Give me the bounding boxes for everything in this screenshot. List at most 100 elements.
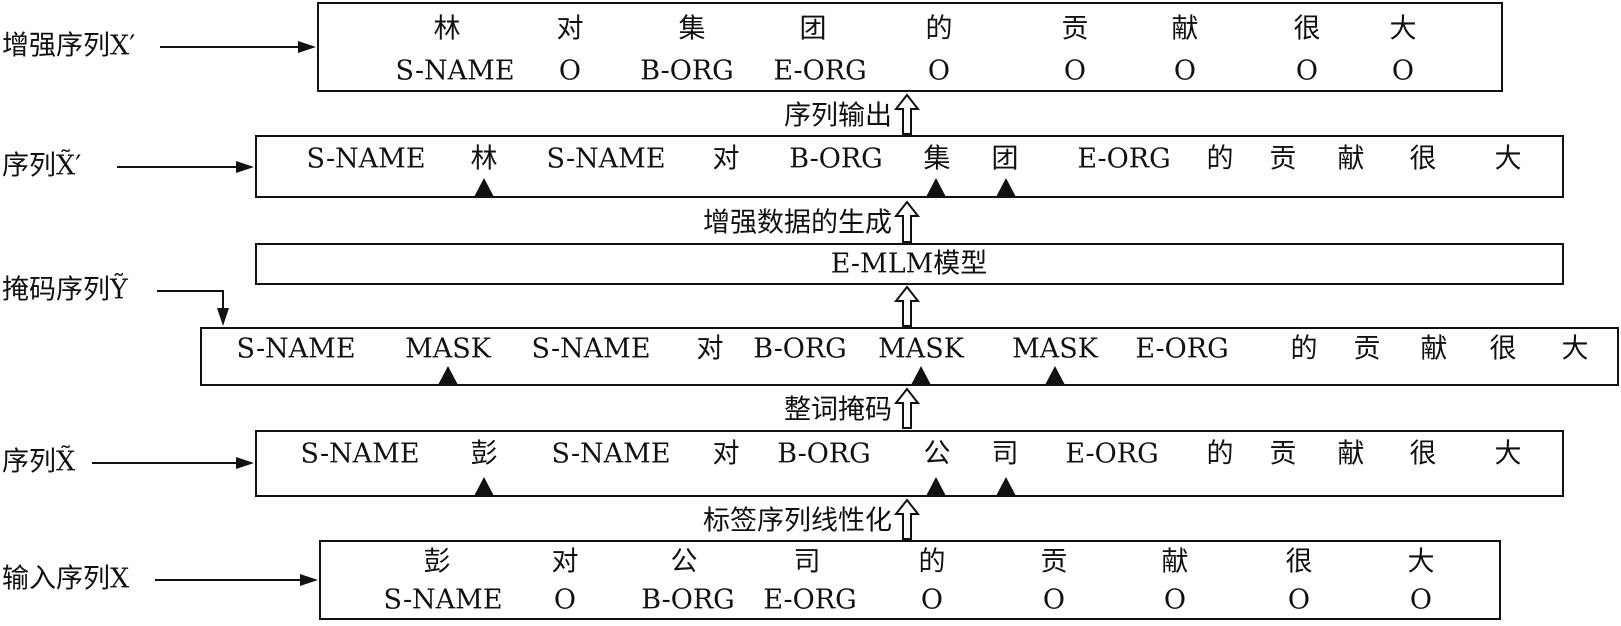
augmented-tag: S-NAME	[395, 56, 514, 87]
x-token: B-ORG	[777, 439, 871, 470]
x-token: 司	[992, 439, 1019, 470]
augmented-char: 的	[926, 14, 953, 45]
x-token: 很	[1410, 439, 1437, 470]
sequence-x-arrowhead	[236, 457, 254, 469]
input-char: 献	[1162, 547, 1189, 578]
emlm-model-box	[255, 243, 1564, 285]
input-char: 大	[1408, 547, 1435, 578]
augmented-char: 林	[434, 14, 461, 45]
augmented-char: 对	[557, 14, 584, 45]
augmented-tag: O	[559, 56, 581, 87]
input-sequence-chars: 彭 对 公 司 的 贡 献 很 大	[424, 547, 1435, 578]
masked-sequence-label: 掩码序列Ỹ	[2, 273, 129, 306]
entity-marker	[926, 178, 946, 197]
input-tag: B-ORG	[641, 585, 735, 616]
masked-token: MASK	[878, 334, 965, 365]
augmented-tag: O	[1296, 56, 1318, 87]
x-prime-token: 贡	[1270, 144, 1297, 175]
input-char: 贡	[1041, 547, 1068, 578]
x-prime-token: 对	[713, 144, 740, 175]
masked-sequence-arrowhead	[217, 308, 229, 326]
masked-token: 贡	[1354, 334, 1381, 365]
augmented-tag: O	[928, 56, 950, 87]
x-prime-token: S-NAME	[546, 144, 665, 175]
masked-to-model-arrow	[893, 285, 921, 327]
input-tag: O	[1043, 585, 1065, 616]
mask-marker	[1045, 366, 1065, 385]
augmented-sequence-arrowhead	[298, 41, 316, 53]
masked-sequence-tokens: S-NAME MASK S-NAME 对 B-ORG MASK MASK E-O…	[236, 334, 1588, 365]
input-char: 公	[671, 547, 698, 578]
augmented-sequence-chars: 林 对 集 团 的 贡 献 很 大	[434, 14, 1417, 45]
entity-marker	[474, 178, 494, 197]
input-sequence-label: 输入序列X	[2, 564, 130, 595]
sequence-x-box	[255, 430, 1564, 497]
augmented-tag: E-ORG	[773, 56, 866, 87]
masked-token: S-NAME	[531, 334, 650, 365]
augmented-char: 集	[679, 14, 706, 45]
x-prime-token: S-NAME	[306, 144, 425, 175]
input-char: 对	[552, 547, 579, 578]
emlm-model-label: E-MLM模型	[831, 249, 988, 280]
masked-token: 大	[1562, 334, 1589, 365]
augmented-tag: O	[1174, 56, 1196, 87]
x-token: 彭	[471, 439, 498, 470]
masked-token: 的	[1291, 334, 1318, 365]
step-sequence-output: 序列输出	[784, 101, 892, 132]
masked-token: S-NAME	[236, 334, 355, 365]
augmented-sequence-label: 增强序列X′	[2, 31, 135, 62]
x-prime-token: 团	[992, 144, 1019, 175]
input-sequence-arrowhead	[300, 574, 318, 586]
augmented-char: 团	[800, 14, 827, 45]
input-sequence-tags: S-NAME O B-ORG E-ORG O O O O O	[383, 585, 1432, 616]
input-tag: S-NAME	[383, 585, 502, 616]
x-prime-token: 很	[1410, 144, 1437, 175]
augmented-char: 很	[1294, 14, 1321, 45]
x-prime-token: E-ORG	[1077, 144, 1170, 175]
x-token: 的	[1207, 439, 1234, 470]
masked-token: B-ORG	[753, 334, 847, 365]
x-prime-token: 林	[471, 144, 498, 175]
x-prime-token: B-ORG	[789, 144, 883, 175]
masked-token: E-ORG	[1135, 334, 1228, 365]
masked-token: 很	[1490, 334, 1517, 365]
augmented-char: 大	[1390, 14, 1417, 45]
augmented-char: 献	[1172, 14, 1199, 45]
masked-token: MASK	[1012, 334, 1099, 365]
augmented-tag: O	[1392, 56, 1414, 87]
x-token: E-ORG	[1065, 439, 1158, 470]
augmented-sequence-tags: S-NAME O B-ORG E-ORG O O O O O	[395, 56, 1414, 87]
x-token: 贡	[1270, 439, 1297, 470]
x-prime-token: 献	[1338, 144, 1365, 175]
step-generate-data: 增强数据的生成	[703, 208, 892, 239]
x-prime-token: 集	[924, 144, 951, 175]
input-char: 很	[1286, 547, 1313, 578]
masked-sequence-arrow	[157, 290, 224, 310]
input-tag: O	[1164, 585, 1186, 616]
step-sequence-output-arrow	[893, 93, 921, 135]
sequence-x-prime-box	[255, 135, 1564, 198]
entity-marker	[926, 477, 946, 496]
sequence-x-tokens: S-NAME 彭 S-NAME 对 B-ORG 公 司 E-ORG 的 贡 献 …	[300, 439, 1521, 470]
entity-marker	[996, 178, 1016, 197]
step-linearize-labels: 标签序列线性化	[703, 506, 892, 537]
mask-marker	[911, 366, 931, 385]
augmented-tag: B-ORG	[640, 56, 734, 87]
x-token: 献	[1338, 439, 1365, 470]
input-sequence-box	[319, 540, 1501, 620]
x-token: S-NAME	[300, 439, 419, 470]
sequence-x-prime-label: 序列X̃′	[2, 149, 81, 182]
mask-marker	[438, 366, 458, 385]
step-whole-word-mask-arrow	[893, 387, 921, 429]
masked-token: MASK	[405, 334, 492, 365]
step-generate-data-arrow	[893, 200, 921, 243]
sequence-x-prime-tokens: S-NAME 林 S-NAME 对 B-ORG 集 团 E-ORG 的 贡 献 …	[306, 144, 1521, 175]
masked-token: 献	[1421, 334, 1448, 365]
input-tag: O	[1410, 585, 1432, 616]
input-tag: E-ORG	[763, 585, 856, 616]
entity-marker	[474, 477, 494, 496]
x-prime-token: 的	[1207, 144, 1234, 175]
x-token: 大	[1495, 439, 1522, 470]
